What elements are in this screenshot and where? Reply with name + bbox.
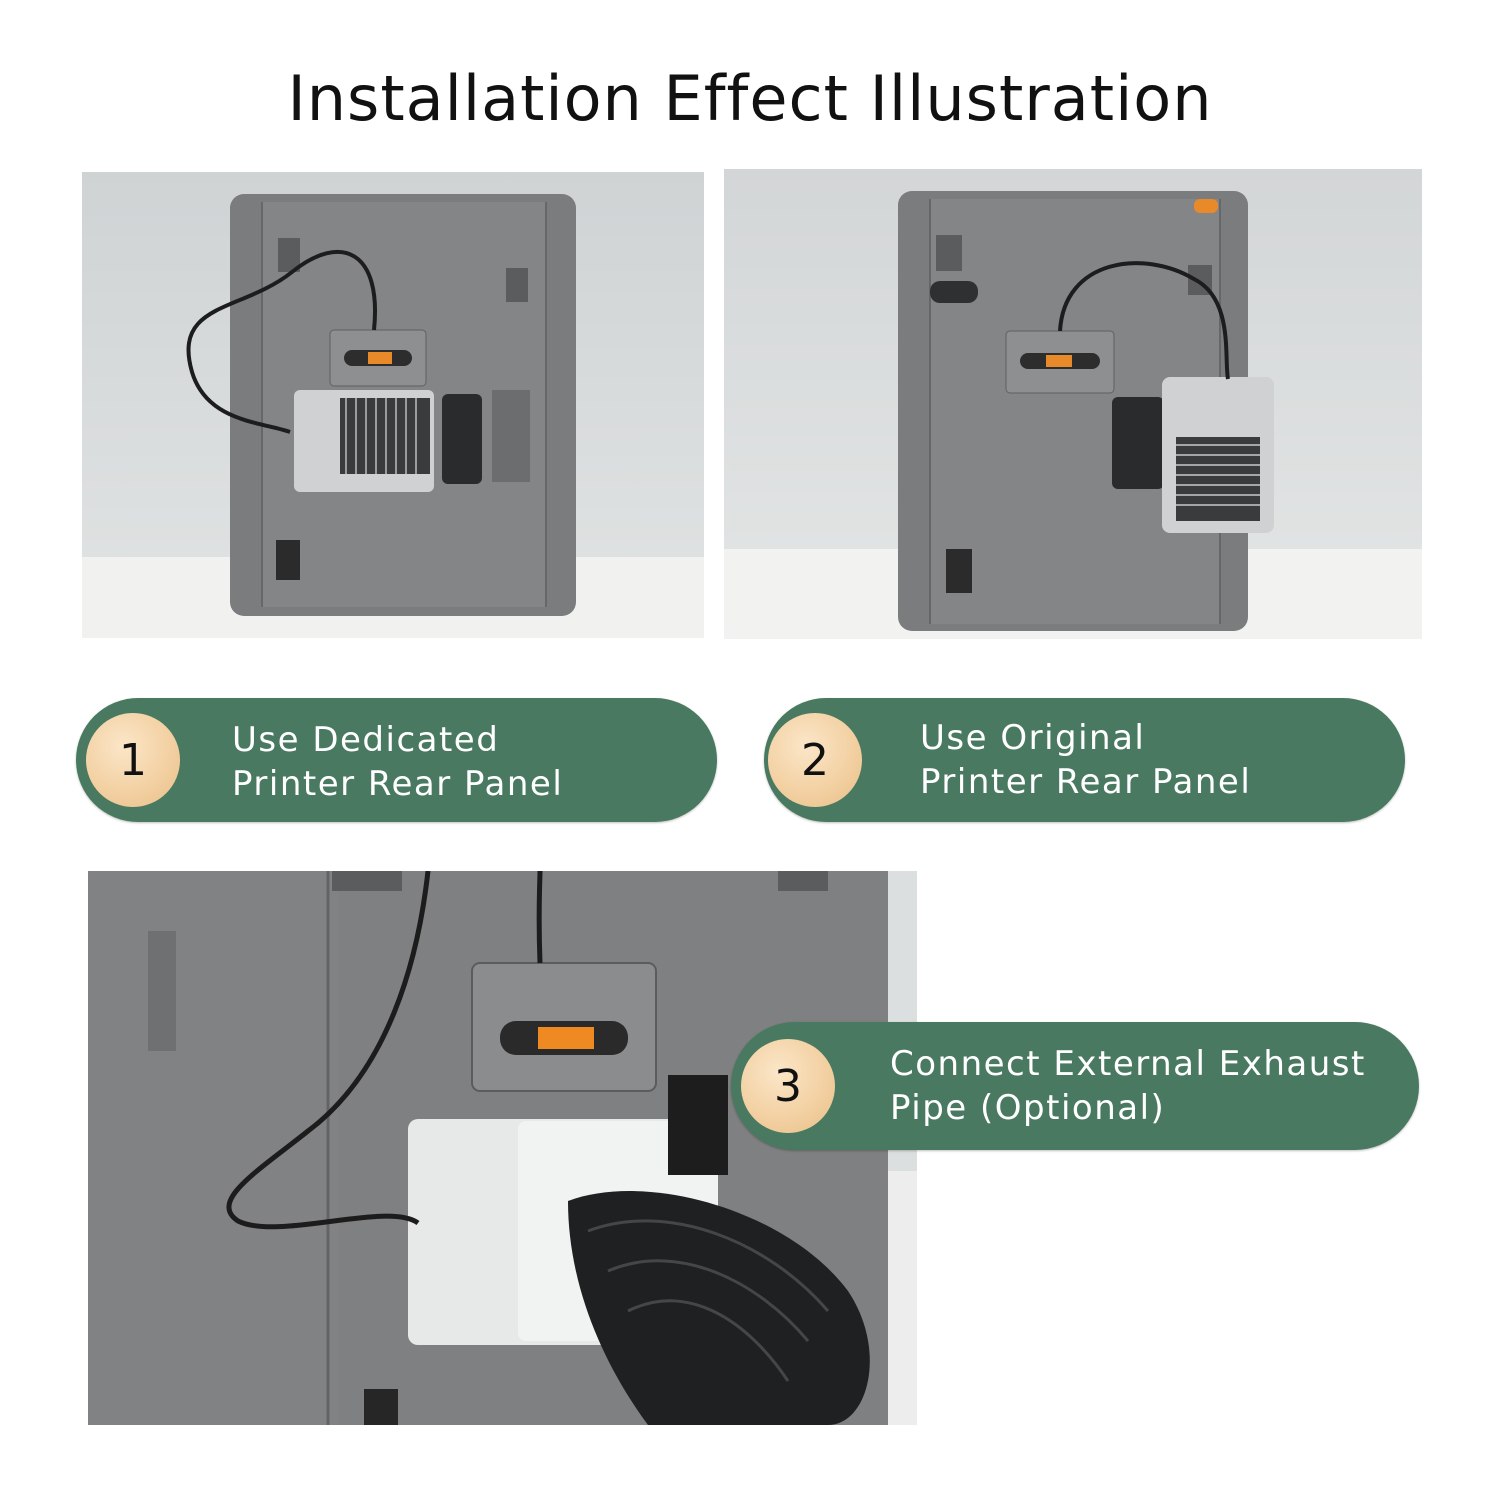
- step-2-label-line-2: Printer Rear Panel: [920, 762, 1252, 802]
- step-3-banner: 3 Connect External Exhaust Pipe (Optiona…: [731, 1022, 1419, 1150]
- page-title: Installation Effect Illustration: [287, 62, 1213, 135]
- step-3-label-line-1: Connect External Exhaust: [890, 1044, 1366, 1084]
- printer-exhaust-illustration: [88, 871, 917, 1425]
- step-2-label: Use Original Printer Rear Panel: [920, 716, 1251, 804]
- step-2-banner: 2 Use Original Printer Rear Panel: [764, 698, 1405, 822]
- step-1-label-line-1: Use Dedicated: [232, 720, 500, 760]
- photo-original-rear-panel: [724, 169, 1422, 639]
- step-1-label: Use Dedicated Printer Rear Panel: [232, 718, 563, 806]
- step-1-number-badge: 1: [86, 713, 180, 807]
- step-1-banner: 1 Use Dedicated Printer Rear Panel: [76, 698, 717, 822]
- step-1-label-line-2: Printer Rear Panel: [232, 764, 564, 804]
- photo-dedicated-rear-panel: [82, 172, 704, 638]
- step-2-number-badge: 2: [768, 713, 862, 807]
- printer-rear-illustration-1: [82, 172, 704, 638]
- printer-rear-illustration-2: [724, 169, 1422, 639]
- step-3-label: Connect External Exhaust Pipe (Optional): [890, 1042, 1366, 1130]
- step-3-number-badge: 3: [741, 1039, 835, 1133]
- step-2-label-line-1: Use Original: [920, 718, 1146, 758]
- step-3-label-line-2: Pipe (Optional): [890, 1088, 1166, 1128]
